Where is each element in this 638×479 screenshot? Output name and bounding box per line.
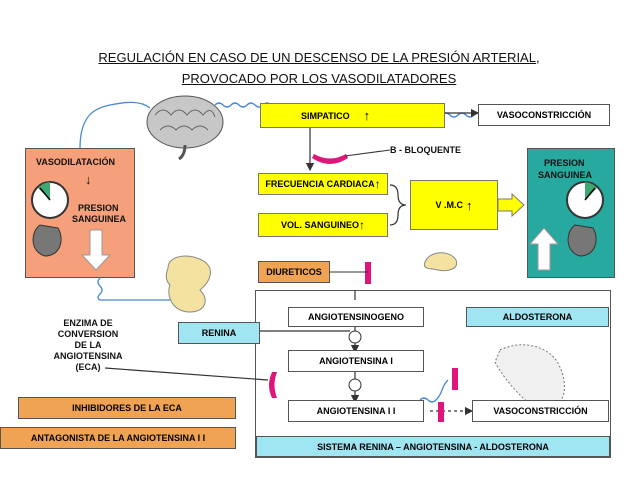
presion-left-1: PRESION [78,203,119,213]
blocker-at2 [438,402,444,422]
blocker-diureticos [365,262,371,284]
b-bloquente-label: B - BLOQUENTE [390,145,461,155]
presion-left-2: SANGUINEA [72,214,127,224]
wavy-aldost-down [419,379,449,403]
vessel-icon [494,344,565,410]
frecuencia-cardiaca-label: FRECUENCIA CARDIACA [265,179,375,189]
wavy-left-to-brain [79,101,151,149]
arrow-vmc-presion [497,192,525,218]
gauge-right-icon [566,181,604,257]
kidney-icon [165,255,211,313]
node-circle-1 [348,330,362,344]
title-line-1: REGULACIÓN EN CASO DE UN DESCENSO DE LA … [98,50,540,65]
arrow-up-icon: ↑ [363,108,371,123]
simpatico-box: SIMPATICO ↑ [260,103,445,128]
blocker-eca [269,372,277,398]
vol-sanguineo-label: VOL. SANGUINEO [280,220,359,230]
arrow-up-icon: ↑ [359,218,365,232]
diureticos-box: DIURETICOS [258,261,330,283]
angiotensina-2-box: ANGIOTENSINA I I [288,400,424,422]
presion-right-2: SANGUINEA [538,170,593,180]
line-b-bloquente [344,149,391,157]
eca-label: ENZIMA DE CONVERSION DE LA ANGIOTENSINA … [48,318,128,373]
eca-line-2: CONVERSION [57,329,119,339]
brace-fc-vol [389,184,407,226]
vmc-label: V .M.C [435,200,463,210]
vasodilatacion-label: VASODILATACIÓN [36,157,115,167]
eca-line-5: (ECA) [75,362,101,372]
eca-line-1: ENZIMA DE [63,318,113,328]
eca-line-3: DE LA [74,340,102,350]
sistema-box: SISTEMA RENINA – ANGIOTENSINA - ALDOSTER… [256,436,610,457]
arrow-down-presion [80,229,112,271]
arrow-up-icon: ↑ [466,197,473,213]
wavy-left-bottom-to-kidney [97,277,170,301]
antagonista-box: ANTAGONISTA DE LA ANGIOTENSINA I I [0,427,236,449]
arrow-up-icon: ↑ [374,177,381,191]
presion-right-1: PRESION [544,158,585,168]
title-line-2: PROVOCADO POR LOS VASODILATADORES [181,71,457,86]
vol-sanguineo-box: VOL. SANGUINEO ↑ [258,213,388,237]
adrenal-icon [423,252,458,272]
simpatico-label: SIMPATICO [301,110,350,121]
node-circle-2 [348,378,362,392]
angiotensina-1-box: ANGIOTENSINA I [288,350,424,372]
vasoconstriccion-top-box: VASOCONSTRICCIÓN [478,104,610,126]
blocker-b [312,154,348,164]
arrow-up-presion [528,227,560,271]
renina-box: RENINA [178,322,260,344]
brain-icon [146,95,224,161]
eca-line-4: ANGIOTENSINA [53,351,123,361]
vasoconstriccion-bottom-box: VASOCONSTRICCIÓN [472,400,609,422]
arrow-down-icon: ↓ [85,172,92,187]
aldosterona-box: ALDOSTERONA [466,307,609,327]
blocker-aldost [452,368,458,390]
line-eca [104,367,269,381]
angiotensinogeno-box: ANGIOTENSINOGENO [288,307,424,327]
vmc-box: V .M.C ↑ [410,180,498,230]
gauge-left-icon [31,181,69,257]
inhibidores-box: INHIBIDORES DE LA ECA [18,397,236,419]
frecuencia-cardiaca-box: FRECUENCIA CARDIACA ↑ [258,173,388,195]
